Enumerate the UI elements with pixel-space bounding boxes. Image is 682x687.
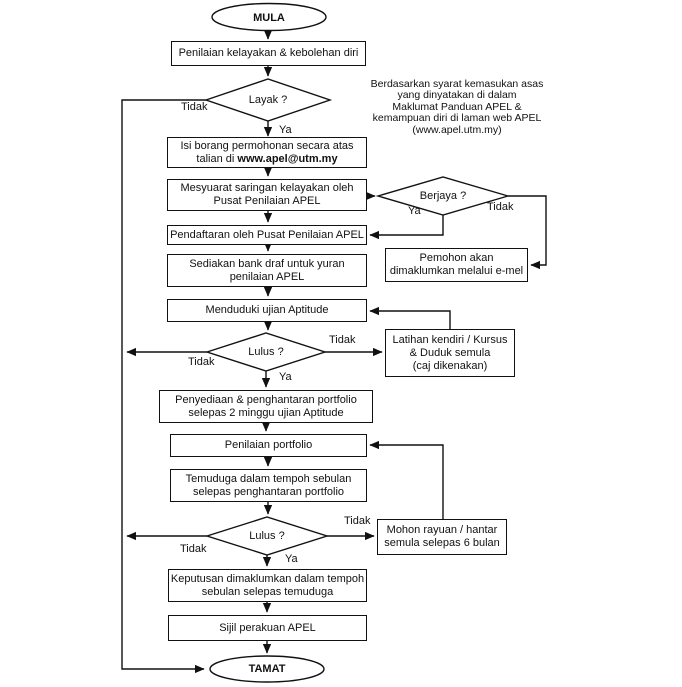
process-isi-borang-line2: talian di www.apel@utm.my <box>196 153 337 166</box>
process-ujian-aptitude-text: Menduduki ujian Aptitude <box>205 304 329 316</box>
process-pendaftaran-text: Pendaftaran oleh Pusat Penilaian APEL <box>170 228 364 241</box>
side-note-line4: kemampuan diri di laman web APEL <box>372 112 542 125</box>
process-ujian-aptitude: Menduduki ujian Aptitude <box>167 299 367 322</box>
decision-berjaya-shape <box>375 176 511 216</box>
process-mesyuarat-line2: Pusat Penilaian APEL <box>213 195 321 207</box>
side-note-line3: Maklumat Panduan APEL & <box>392 100 522 113</box>
process-sijil: Sijil perakuan APEL <box>168 615 367 641</box>
process-latihan-line1: Latihan kendiri / Kursus <box>392 333 508 346</box>
connector-latihan-to-aptitude <box>369 306 451 329</box>
label-lulus2-tidak-right: Tidak <box>344 515 371 527</box>
connector-mohonrayuan-to-penilaianportfolio <box>369 440 444 519</box>
decision-layak-label: Layak ? <box>248 94 288 106</box>
process-isi-borang: Isi borang permohonan secara atas talian… <box>167 137 367 168</box>
process-penyediaan-line1: Penyediaan & penghantaran portfolio <box>175 393 357 406</box>
connector-berjaya-tidak-to-pemohon <box>508 195 547 270</box>
process-mohon-rayuan-line1: Mohon rayuan / hantar <box>386 524 498 536</box>
side-note: Berdasarkan syarat kemasukan asas yang d… <box>352 78 562 136</box>
side-note-line5: (www.apel.utm.my) <box>412 123 502 136</box>
label-lulus1-tidak-left: Tidak <box>188 356 215 368</box>
process-keputusan: Keputusan dimaklumkan dalam tempoh sebul… <box>168 569 367 602</box>
process-isi-borang-line1: Isi borang permohonan secara atas <box>180 139 354 152</box>
process-pemohon-line2: dimaklumkan melalui e-mel <box>389 265 524 277</box>
process-pemohon-line1: Pemohon akan <box>419 252 494 264</box>
label-layak-tidak: Tidak <box>181 101 208 113</box>
process-temuduga-line2: selepas penghantaran portfolio <box>192 485 345 498</box>
process-penyediaan-line2: selepas 2 minggu ujian Aptitude <box>188 406 344 419</box>
label-berjaya-ya: Ya <box>408 205 421 217</box>
connector-berjaya-ya-to-pendaftaran <box>369 215 444 240</box>
isi-borang-url: www.apel@utm.my <box>237 152 338 165</box>
decision-berjaya-label: Berjaya ? <box>419 190 467 202</box>
end-terminator-shape <box>209 655 325 683</box>
process-mesyuarat: Mesyuarat saringan kelayakan oleh Pusat … <box>167 179 367 211</box>
start-terminator-shape <box>211 2 327 32</box>
process-penyediaan-portfolio: Penyediaan & penghantaran portfolio sele… <box>159 390 373 423</box>
decision-lulus2-shape <box>204 516 330 556</box>
decision-layak-shape <box>203 78 333 122</box>
process-pemohon-email: Pemohon akan dimaklumkan melalui e-mel <box>385 248 528 282</box>
process-bank-draf-line1: Sediakan bank draf untuk yuran <box>189 257 345 270</box>
label-berjaya-tidak: Tidak <box>487 201 514 213</box>
label-lulus1-tidak-right: Tidak <box>329 334 356 346</box>
process-mohon-rayuan: Mohon rayuan / hantar semula selepas 6 b… <box>377 519 507 555</box>
decision-lulus2-label: Lulus ? <box>249 530 285 542</box>
isi-borang-line2-prefix: talian di <box>196 152 238 165</box>
end-terminator-label: TAMAT <box>248 663 286 675</box>
process-bank-draf-line2: penilaian APEL <box>229 270 305 283</box>
process-latihan: Latihan kendiri / Kursus & Duduk semula … <box>385 329 515 377</box>
process-pendaftaran: Pendaftaran oleh Pusat Penilaian APEL <box>167 225 367 245</box>
process-sijil-text: Sijil perakuan APEL <box>219 621 316 634</box>
process-penilaian-diri-text: Penilaian kelayakan & kebolehan diri <box>178 47 359 59</box>
process-mohon-rayuan-line2: semula selepas 6 bulan <box>384 537 500 549</box>
label-lulus2-ya: Ya <box>285 553 298 565</box>
process-temuduga-line1: Temuduga dalam tempoh sebulan <box>185 472 352 485</box>
process-penilaian-portfolio: Penilaian portfolio <box>170 434 367 457</box>
process-bank-draf: Sediakan bank draf untuk yuran penilaian… <box>167 254 367 287</box>
label-lulus2-tidak-left: Tidak <box>180 543 207 555</box>
process-latihan-line3: (caj dikenakan) <box>412 359 488 372</box>
label-lulus1-ya: Ya <box>279 371 292 383</box>
decision-lulus1-label: Lulus ? <box>248 346 284 358</box>
side-note-line2: yang dinyatakan di dalam <box>397 89 517 102</box>
decision-lulus1-shape <box>204 332 328 372</box>
process-keputusan-line2: sebulan selepas temuduga <box>201 585 334 598</box>
connector-layak-tidak-to-tamat <box>121 99 206 674</box>
process-penilaian-diri: Penilaian kelayakan & kebolehan diri <box>171 41 366 66</box>
start-terminator-label: MULA <box>253 11 285 24</box>
process-keputusan-line1: Keputusan dimaklumkan dalam tempoh <box>170 572 365 585</box>
process-latihan-line2: & Duduk semula <box>409 346 491 359</box>
process-temuduga: Temuduga dalam tempoh sebulan selepas pe… <box>170 469 367 502</box>
label-layak-ya: Ya <box>279 124 292 136</box>
process-penilaian-portfolio-text: Penilaian portfolio <box>224 439 313 451</box>
side-note-line1: Berdasarkan syarat kemasukan asas <box>370 78 544 90</box>
process-mesyuarat-line1: Mesyuarat saringan kelayakan oleh <box>180 182 354 194</box>
